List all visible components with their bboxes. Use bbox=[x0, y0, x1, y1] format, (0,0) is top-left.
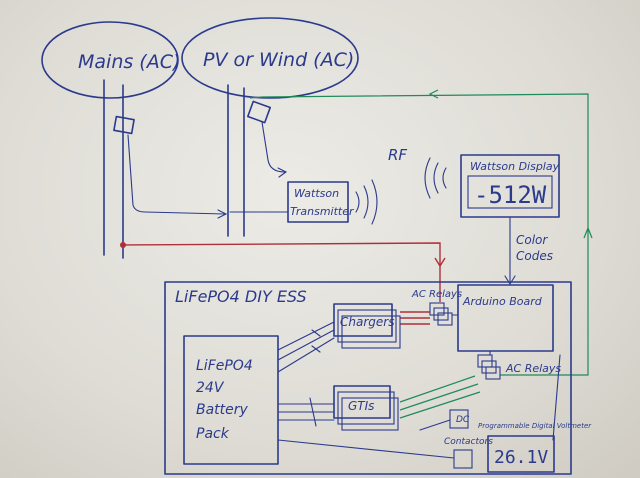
rf-wave-4 bbox=[442, 167, 447, 189]
transmitter-label-2: Transmitter bbox=[290, 205, 355, 218]
dc-contactors-label-1: DC bbox=[456, 415, 470, 425]
mains-label: Mains (AC) bbox=[78, 51, 180, 73]
dc-contactor-wires bbox=[277, 419, 455, 459]
rf-wave-6 bbox=[424, 157, 431, 199]
gti-fuse-mark bbox=[309, 397, 317, 427]
color-codes-arrow bbox=[504, 275, 516, 286]
rf-wave-1 bbox=[355, 191, 360, 213]
gtis-box bbox=[333, 385, 391, 419]
rf-wave-5 bbox=[433, 162, 439, 194]
color-codes-label-1: Color bbox=[516, 233, 548, 247]
dc-contactor-2 bbox=[453, 449, 473, 469]
voltmeter-label: Programmable Digital Voltmeter bbox=[478, 422, 592, 430]
green-loop-arrow-1 bbox=[428, 89, 439, 99]
charger-fuse-marks bbox=[311, 329, 321, 353]
wattson-transmitter-box bbox=[287, 181, 349, 223]
gti-relay-green-wires bbox=[399, 375, 481, 419]
battery-charger-wires bbox=[277, 321, 335, 373]
green-relay-loop bbox=[261, 93, 589, 376]
ac-relay-bottom-3 bbox=[485, 366, 501, 380]
rf-wave-3 bbox=[371, 179, 378, 225]
pv-label: PV or Wind (AC) bbox=[203, 49, 354, 71]
rf-wave-2 bbox=[363, 185, 369, 219]
voltmeter-box bbox=[487, 435, 555, 473]
battery-label-4: Pack bbox=[196, 426, 230, 442]
chargers-box bbox=[333, 303, 393, 337]
dc-contactors-label-2: Contactors bbox=[444, 437, 493, 447]
ac-relay-top-3 bbox=[437, 312, 453, 326]
ac-relays-top-label: AC Relays bbox=[411, 289, 462, 300]
gtis-box-3 bbox=[341, 397, 399, 431]
voltmeter-value: 26.1V bbox=[494, 447, 548, 468]
chargers-label: Chargers bbox=[340, 315, 394, 329]
battery-label-2: 24V bbox=[196, 380, 225, 396]
mains-clamp-sensor bbox=[113, 115, 135, 135]
ac-relay-top-2 bbox=[433, 307, 449, 321]
wattson-display-box bbox=[460, 154, 560, 218]
battery-pack-box bbox=[183, 335, 279, 465]
gtis-box-2 bbox=[337, 391, 395, 425]
ess-enclosure bbox=[164, 281, 572, 475]
gtis-label: GTIs bbox=[348, 399, 374, 413]
battery-label-1: LiFePO4 bbox=[196, 358, 253, 374]
red-charger-feed bbox=[400, 311, 430, 325]
pv-clamp-sensor bbox=[247, 100, 271, 124]
rf-label: RF bbox=[388, 146, 407, 164]
arduino-board-box bbox=[457, 284, 554, 352]
battery-gti-wires bbox=[277, 403, 335, 421]
display-value: -512W bbox=[474, 181, 547, 209]
mains-sensor-wire bbox=[127, 134, 226, 215]
voltmeter-arduino-wire bbox=[552, 354, 561, 441]
green-loop-arrow-2 bbox=[583, 226, 593, 239]
red-ac-junction bbox=[120, 242, 126, 248]
chargers-box-2 bbox=[337, 309, 397, 343]
ac-relay-top-1 bbox=[429, 302, 445, 316]
mains-source-ellipse bbox=[41, 21, 179, 99]
arduino-label: Arduino Board bbox=[462, 295, 543, 308]
ess-title: LiFePO4 DIY ESS bbox=[175, 287, 307, 306]
display-title: Wattson Display bbox=[470, 160, 560, 173]
color-codes-label-2: Codes bbox=[516, 249, 553, 263]
chargers-box-3 bbox=[341, 315, 401, 349]
pv-sensor-arrow bbox=[277, 167, 288, 178]
red-ac-arrow bbox=[434, 257, 446, 268]
display-screen bbox=[467, 175, 553, 209]
battery-label-3: Battery bbox=[196, 402, 249, 418]
mains-sensor-arrow bbox=[217, 209, 228, 219]
pv-source-ellipse bbox=[181, 17, 359, 99]
green-pv-tap bbox=[249, 96, 263, 99]
ac-relays-bottom-label: AC Relays bbox=[505, 362, 561, 375]
dc-contactor-1 bbox=[449, 409, 469, 429]
transmitter-label-1: Wattson bbox=[294, 187, 339, 200]
pv-sensor-wire bbox=[261, 121, 286, 173]
